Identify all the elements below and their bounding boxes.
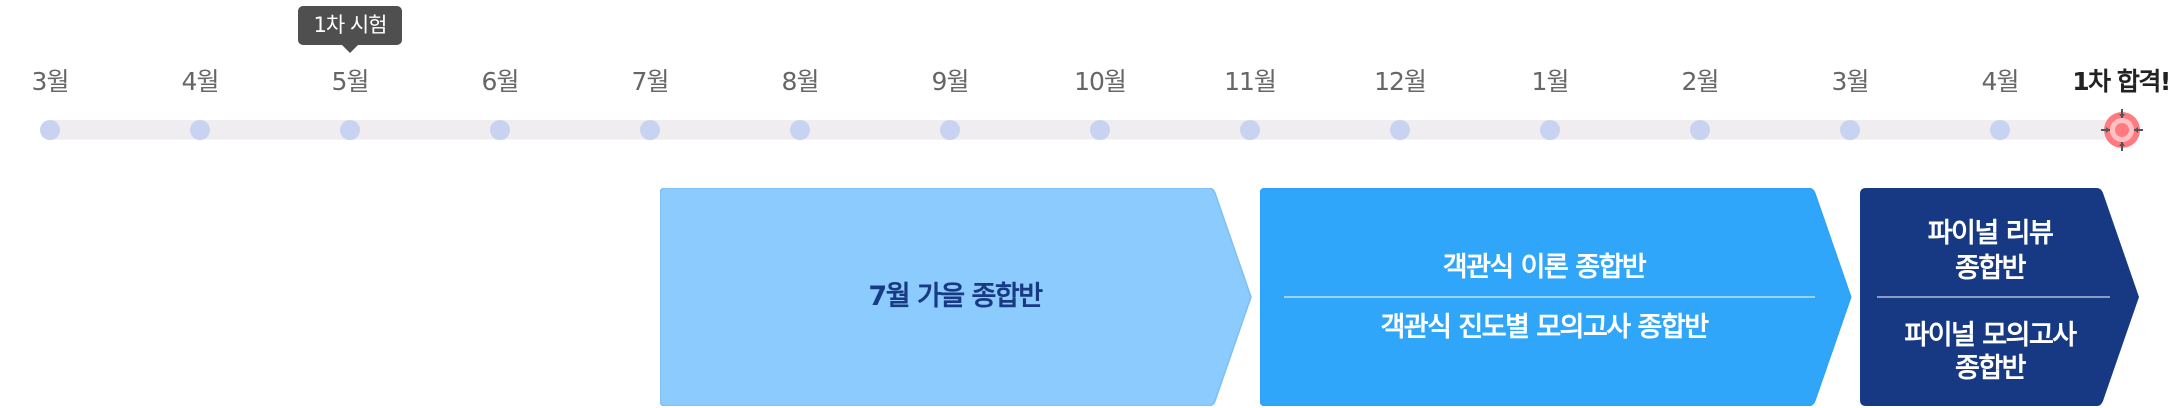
target-icon: [2100, 108, 2144, 152]
month-label: 12월: [1374, 67, 1427, 96]
tooltip-arrow: [342, 45, 358, 53]
phase-top-title: 객관식 이론 종합반: [1442, 252, 1647, 283]
month-dot: [1240, 120, 1260, 140]
month-dot: [940, 120, 960, 140]
month-dot: [1690, 120, 1710, 140]
month-label: 1월: [1531, 67, 1570, 96]
timeline-track: [50, 120, 2122, 140]
phase-objective-course[interactable]: 객관식 이론 종합반 객관식 진도별 모의고사 종합반: [1260, 188, 1852, 406]
month-label: 9월: [931, 67, 970, 96]
exam-tooltip: 1차 시험: [298, 6, 402, 45]
phase-divider: [1284, 296, 1815, 298]
phase-bottom-title: 객관식 진도별 모의고사 종합반: [1380, 312, 1709, 343]
month-label: 6월: [481, 67, 520, 96]
month-dot: [1990, 120, 2010, 140]
month-label: 2월: [1681, 67, 1720, 96]
month-dot: [1540, 120, 1560, 140]
phase-bottom-title-line2: 종합반: [1954, 353, 2027, 384]
month-label: 8월: [781, 67, 820, 96]
phase-bottom-title-line1: 파이널 모의고사: [1904, 320, 2077, 351]
phase-top-title-line1: 파이널 리뷰: [1927, 218, 2054, 249]
tooltip-label: 1차 시험: [313, 13, 388, 37]
month-dot: [790, 120, 810, 140]
phase-final-course[interactable]: 파이널 리뷰 종합반 파이널 모의고사 종합반: [1860, 188, 2140, 406]
phase-divider: [1877, 296, 2110, 298]
month-label: 4월: [1981, 67, 2020, 96]
month-label: 4월: [181, 67, 220, 96]
month-label: 3월: [31, 67, 70, 96]
month-dot: [340, 120, 360, 140]
phase-summer-fall-course[interactable]: 7월 가을 종합반: [660, 188, 1252, 406]
month-label: 11월: [1224, 67, 1277, 96]
month-dot: [1390, 120, 1410, 140]
month-label: 3월: [1831, 67, 1870, 96]
phase-title: 7월 가을 종합반: [868, 281, 1043, 312]
month-dot: [640, 120, 660, 140]
goal-label: 1차 합격!: [2072, 67, 2171, 96]
month-dot: [190, 120, 210, 140]
month-dot: [40, 120, 60, 140]
month-dot: [1840, 120, 1860, 140]
phase-top-title-line2: 종합반: [1954, 253, 2027, 284]
month-label: 7월: [631, 67, 670, 96]
month-dot: [490, 120, 510, 140]
month-label: 5월: [331, 67, 370, 96]
month-dot: [1090, 120, 1110, 140]
month-label: 10월: [1074, 67, 1127, 96]
